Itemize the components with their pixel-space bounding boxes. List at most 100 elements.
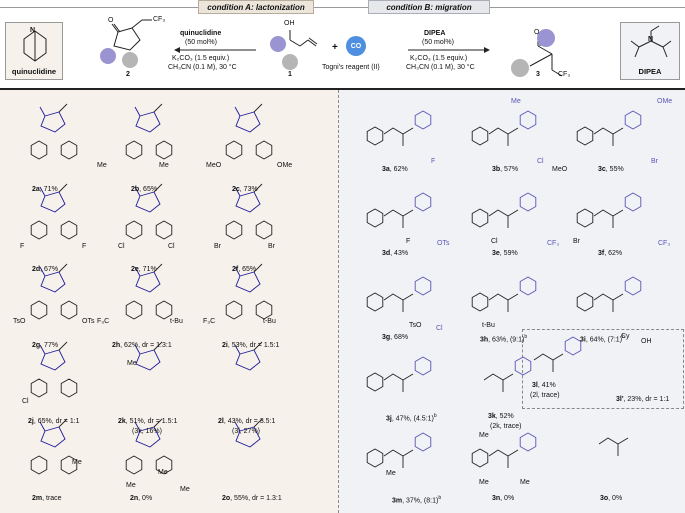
reagent-b-name: DIPEA <box>424 30 446 37</box>
product-label-3h: 3h, 63%, (9:1)b <box>480 334 528 344</box>
sub-3f-br: Br <box>573 238 580 245</box>
product-label-2j: 2j, 65%, dr = 1:1 <box>28 418 80 425</box>
lactone-co-14 <box>234 421 241 432</box>
lactone-ch2-5 <box>253 183 263 193</box>
lactone-co-4 <box>134 186 141 197</box>
sub-2f-br-left: Br <box>214 243 221 250</box>
product-label-2c: 2c, 73% <box>232 186 258 193</box>
product-label-2m: 2m, trace <box>32 495 62 502</box>
product-label-3i: 3i, 64%, (7:1)b <box>580 334 625 344</box>
ketone-aryl-a-1 <box>471 126 489 146</box>
lactone-aryl-a-6 <box>30 300 48 320</box>
lactone-ch2-4 <box>153 183 163 193</box>
lactone-aryl-a-1 <box>125 140 143 160</box>
lactone-ring-2 <box>235 111 261 133</box>
superscript-b: b <box>524 334 528 340</box>
ketone-chain-5 <box>593 209 624 217</box>
lactone-co-3 <box>39 186 46 197</box>
sub-2b-me-right: Me <box>159 162 169 169</box>
product-label-3lp: 3l', 23%, dr = 1:1 <box>616 396 670 403</box>
arrow-right <box>408 47 490 53</box>
plus-sign: + <box>332 42 338 53</box>
dipea-structure <box>630 25 672 58</box>
scheme-num-1: 1 <box>288 71 292 78</box>
reagent-b-load: (50 mol%) <box>422 39 454 46</box>
quinuclidine-label: quinuclidine <box>11 67 57 76</box>
superscript-b: b <box>622 334 625 340</box>
sub-2n-me-b: Me <box>158 469 168 476</box>
sub-3e-cl-top: Cl <box>537 158 544 165</box>
ketone-chain-11 <box>533 353 564 361</box>
product-label-2d: 2d, 67% <box>32 266 59 273</box>
lactone-aryl-b-13 <box>155 455 173 475</box>
lactone-aryl-b-1 <box>155 140 173 160</box>
sub-2g-ots: OTs <box>82 318 95 325</box>
lactone-aryl-a-5 <box>225 220 243 240</box>
ketone-aryl-a-7 <box>471 292 489 312</box>
lactone-co-1 <box>134 106 141 117</box>
ketone-chain-13 <box>488 449 519 457</box>
scheme-num-2: 2 <box>126 71 130 78</box>
reagent-a-load: (50 mol%) <box>185 39 217 46</box>
lactone-ring-8 <box>235 271 261 293</box>
lactone-aryl-b-6 <box>60 300 78 320</box>
lactone-co-5 <box>234 186 241 197</box>
sub-3d-f: F <box>406 238 411 245</box>
header-rule-right <box>490 7 685 8</box>
sub-2i-tbu: t-Bu <box>263 318 276 325</box>
quinuclidine-n: N <box>30 27 36 34</box>
sub-3g-tso: TsO <box>409 322 422 329</box>
ketone-chain-14 <box>598 437 629 445</box>
sub-3c-ome: OMe <box>657 98 673 105</box>
lactone-aryl-a-7 <box>125 300 143 320</box>
lactone-ring-12 <box>40 426 66 448</box>
lactone-ring-13 <box>135 426 161 448</box>
product-label-3d: 3d, 43% <box>382 250 409 257</box>
ketone-aryl-a-4 <box>471 208 489 228</box>
ketone-chain-7 <box>488 293 519 301</box>
co-circle: CO <box>346 36 366 56</box>
sub-2j-cl: Cl <box>22 398 29 405</box>
ketone-chain-6 <box>383 293 414 301</box>
ketone-aryl-a-8 <box>576 292 594 312</box>
ketone-aryl-a-3 <box>366 208 384 228</box>
lactone-co-9 <box>39 344 46 355</box>
header-rule-middle <box>314 7 368 8</box>
ketone-chain-2 <box>593 127 624 135</box>
lactone-co-13 <box>134 421 141 432</box>
ketone-aryl-b-2 <box>624 110 642 130</box>
lactone-co-2 <box>234 106 241 117</box>
lactone-aryl-b-5 <box>255 220 273 240</box>
product-label-3o: 3o, 0% <box>600 495 623 502</box>
dipea-n: N <box>648 36 654 43</box>
reagent-a-name: quinuclidine <box>180 30 222 37</box>
sub-2e-cl-right: Cl <box>168 243 175 250</box>
header-rule-left <box>0 7 198 8</box>
ketone-chain-8 <box>593 293 624 301</box>
lactone-aryl-a-4 <box>125 220 143 240</box>
panel-divider <box>338 90 339 513</box>
product-label-2o: 2o, 55%, dr = 1.3:1 <box>222 495 282 502</box>
product-label-3m: 3m, 37%, (8:1)b <box>392 495 442 505</box>
sub-3lp-cy: Cy <box>621 333 630 340</box>
togni-reagent: Togni's reagent (II) <box>322 64 380 71</box>
reagent-b-base: K₂CO₃ (1.5 equiv.) <box>410 55 468 62</box>
sub-2m-me: Me <box>72 459 82 466</box>
ketone-chain-3 <box>383 209 414 217</box>
sub-2h-tbu: t-Bu <box>170 318 183 325</box>
lactone-aryl-b-2 <box>255 140 273 160</box>
ketone-chain-0 <box>383 127 414 135</box>
ketone-aryl-b-1 <box>519 110 537 130</box>
scheme-2-o: O <box>108 17 114 24</box>
ketone-aryl-b-10 <box>514 356 532 376</box>
ketone-aryl-b-8 <box>624 276 642 296</box>
ketone-chain-12 <box>383 449 414 457</box>
ketone-chain-4 <box>488 209 519 217</box>
sub-3e-cl: Cl <box>491 238 498 245</box>
lactone-aryl-a-0 <box>30 140 48 160</box>
ketone-aryl-b-12 <box>414 432 432 452</box>
sub-3n-me-c: Me <box>520 479 530 486</box>
lactone-aryl-b-9 <box>60 378 78 398</box>
lactone-aryl-b-12 <box>60 455 78 475</box>
